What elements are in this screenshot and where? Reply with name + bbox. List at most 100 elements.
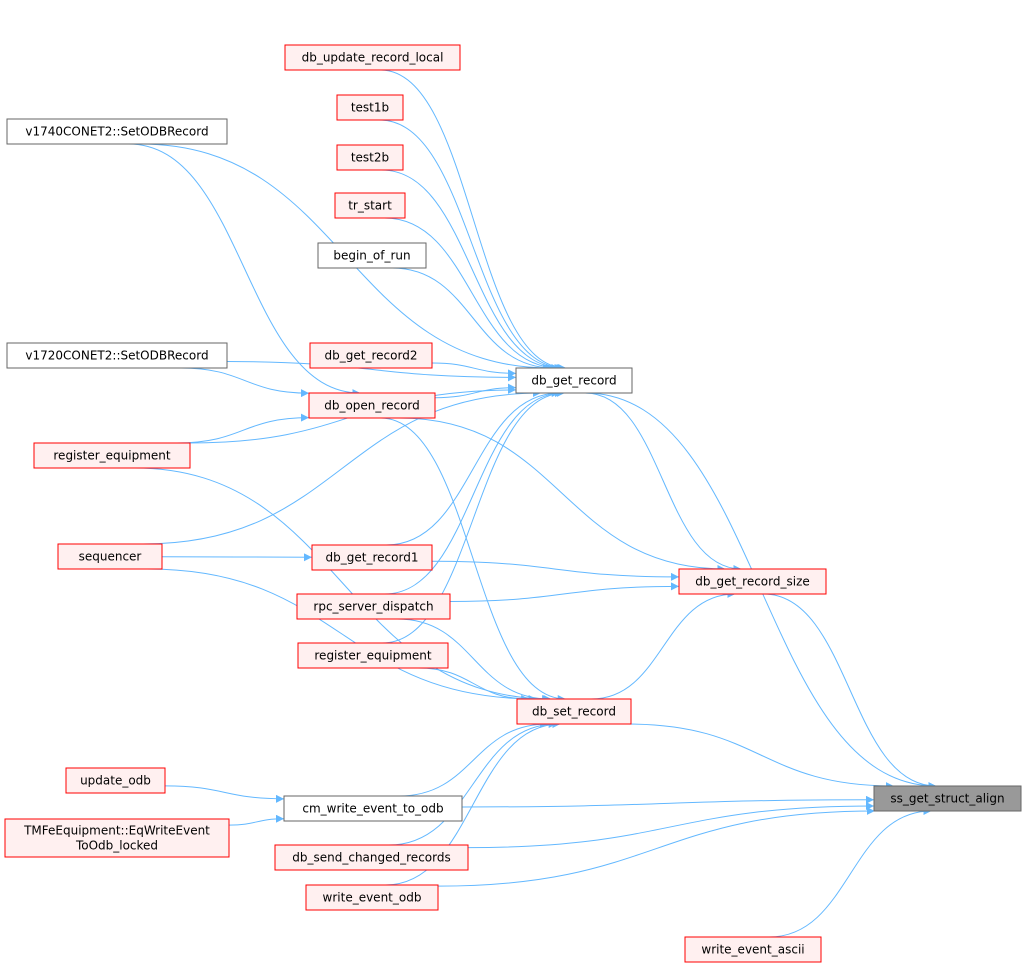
node-db-get-record2[interactable]: db_get_record2 <box>309 342 433 369</box>
node-box[interactable] <box>515 367 633 394</box>
node-db-get-record1[interactable]: db_get_record1 <box>311 544 433 571</box>
node-box[interactable] <box>305 884 439 911</box>
node-ss-get-struct-align[interactable]: ss_get_struct_align <box>873 785 1022 812</box>
node-box[interactable] <box>873 785 1022 812</box>
node-box[interactable] <box>33 442 191 469</box>
node-label: db_set_record <box>532 705 616 719</box>
node-label: begin_of_run <box>333 249 410 263</box>
node-box[interactable] <box>6 342 228 369</box>
node-label: test2b <box>351 151 389 165</box>
node-box[interactable] <box>684 936 822 963</box>
node-label: db_open_record <box>324 399 420 413</box>
node-label: v1740CONET2::SetODBRecord <box>25 125 208 139</box>
edge-register_equipment_m-to-db_set_record <box>417 667 530 703</box>
node-box[interactable] <box>516 698 632 725</box>
edge-update_odb-to-cm_write_event_to_odb <box>164 785 285 803</box>
edge-tr_start-to-db_get_record <box>384 217 560 372</box>
node-box[interactable] <box>317 242 427 269</box>
node-sequencer[interactable]: sequencer <box>57 543 163 570</box>
edge-db_get_record2-to-db_get_record <box>431 362 517 378</box>
node-register-equipment-m[interactable]: register_equipment <box>297 642 449 669</box>
node-label: db_get_record2 <box>325 349 418 363</box>
node-write-event-odb[interactable]: write_event_odb <box>305 884 439 911</box>
edge-sequencer-to-db_get_record <box>142 389 542 545</box>
node-label: db_update_record_local <box>302 51 444 65</box>
node-label: test1b <box>351 101 389 115</box>
edge-test1b-to-db_get_record <box>379 119 565 372</box>
node-box[interactable] <box>678 568 827 595</box>
node-label: TMFeEquipment::EqWriteEvent <box>23 824 210 838</box>
node-label: db_get_record1 <box>326 551 419 565</box>
node-db-update-record-local[interactable]: db_update_record_local <box>284 44 461 71</box>
edge-db_get_record1-to-db_get_record <box>386 389 560 546</box>
node-box[interactable] <box>336 94 404 121</box>
node-test2b[interactable]: test2b <box>336 144 404 171</box>
edge-db_update_record_local-to-db_get_record <box>380 69 567 372</box>
node-label: db_send_changed_records <box>292 851 450 865</box>
node-db-set-record[interactable]: db_set_record <box>516 698 632 725</box>
edge-begin_of_run-to-db_get_record <box>392 267 554 372</box>
node-box[interactable] <box>283 795 463 822</box>
edge-sequencer-to-db_set_record <box>147 568 537 703</box>
node-box[interactable] <box>284 44 461 71</box>
node-label: db_get_record <box>531 374 616 388</box>
node-box[interactable] <box>336 144 404 171</box>
node-label: register_equipment <box>53 449 171 463</box>
nodes: db_update_record_local test1b test2b tr_sta… <box>4 44 1022 963</box>
edges <box>128 69 937 938</box>
edge-test2b-to-db_get_record <box>381 169 563 372</box>
node-db-get-record-size[interactable]: db_get_record_size <box>678 568 827 595</box>
node-tr-start[interactable]: tr_start <box>334 192 406 219</box>
edge-db_open_record-to-db_set_record <box>380 417 566 703</box>
edge-v1740-to-db_open_record <box>128 143 361 397</box>
edge-sequencer-to-db_get_record1 <box>161 553 313 562</box>
node-box[interactable] <box>308 392 436 419</box>
node-begin-of-run[interactable]: begin_of_run <box>317 242 427 269</box>
node-box[interactable] <box>4 818 230 858</box>
node-label: rpc_server_dispatch <box>313 600 433 614</box>
node-db-open-record[interactable]: db_open_record <box>308 392 436 419</box>
edge-write_event_odb-to-db_set_record <box>385 720 561 886</box>
node-label: cm_write_event_to_odb <box>302 802 443 816</box>
node-label: update_odb <box>80 774 151 788</box>
edge-v1720-to-db_open_record <box>180 367 310 398</box>
node-label: write_event_odb <box>323 891 422 905</box>
edge-db_send_changed_records-to-ss_get_struct_align <box>467 802 875 849</box>
node-box[interactable] <box>65 767 166 794</box>
node-box[interactable] <box>309 342 433 369</box>
edge-cm_write_event_to_odb-to-ss_get_struct_align <box>461 795 875 808</box>
node-box[interactable] <box>334 192 406 219</box>
node-box[interactable] <box>296 593 451 620</box>
node-db-send-changed-records[interactable]: db_send_changed_records <box>274 844 469 871</box>
edge-db_get_record1-to-db_get_record_size <box>431 560 680 581</box>
node-write-event-ascii[interactable]: write_event_ascii <box>684 936 822 963</box>
node-box[interactable] <box>274 844 469 871</box>
edge-register_equipment_m-to-db_get_record <box>382 389 565 644</box>
node-label: ss_get_struct_align <box>890 792 1004 806</box>
node-box[interactable] <box>311 544 433 571</box>
edge-write_event_ascii-to-ss_get_struct_align <box>769 807 932 938</box>
node-cm-write-event-to-odb[interactable]: cm_write_event_to_odb <box>283 795 463 822</box>
node-label: write_event_ascii <box>701 943 804 957</box>
node-label: v1720CONET2::SetODBRecord <box>25 349 208 363</box>
node-db-get-record[interactable]: db_get_record <box>515 367 633 394</box>
node-test1b[interactable]: test1b <box>336 94 404 121</box>
edge-db_set_record-to-ss_get_struct_align <box>627 723 894 790</box>
node-register-equipment-l[interactable]: register_equipment <box>33 442 191 469</box>
node-box[interactable] <box>297 642 449 669</box>
node-box[interactable] <box>57 543 163 570</box>
node-rpc-server-dispatch[interactable]: rpc_server_dispatch <box>296 593 451 620</box>
node-label: sequencer <box>79 550 142 564</box>
edge-register_equipment_l-to-db_open_record <box>176 413 310 444</box>
node-box[interactable] <box>6 118 228 145</box>
edge-rpc_server_dispatch-to-db_get_record_size <box>449 582 680 602</box>
node-v1720[interactable]: v1720CONET2::SetODBRecord <box>6 342 228 369</box>
node-v1740[interactable]: v1740CONET2::SetODBRecord <box>6 118 228 145</box>
edge-db_get_record-to-db_get_record_size <box>585 392 742 573</box>
node-label: register_equipment <box>314 649 432 663</box>
node-label: tr_start <box>348 199 392 213</box>
edge-write_event_odb-to-ss_get_struct_align <box>437 807 875 887</box>
node-update-odb[interactable]: update_odb <box>65 767 166 794</box>
